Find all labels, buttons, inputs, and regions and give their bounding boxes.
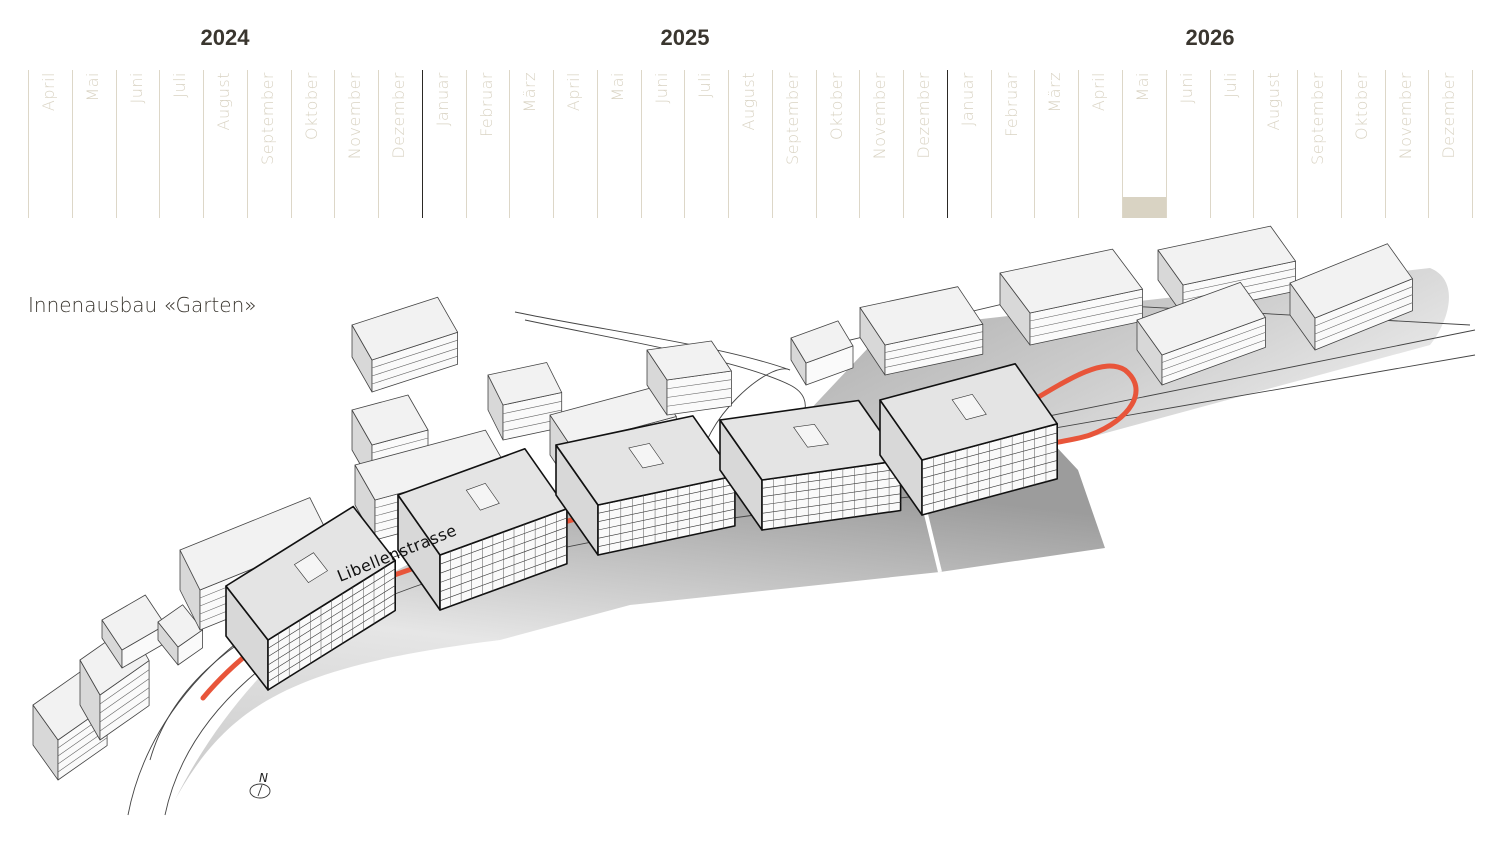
month-column: November bbox=[334, 70, 379, 218]
year-label-2026: 2026 bbox=[1185, 25, 1235, 50]
month-column: September bbox=[1297, 70, 1342, 218]
new-building bbox=[225, 505, 397, 691]
timeline-end-line bbox=[1472, 70, 1474, 218]
month-column: Mai bbox=[596, 70, 642, 218]
month-column: April bbox=[28, 70, 73, 218]
month-column: November bbox=[859, 70, 904, 218]
phase-title: Innenausbau «Garten» bbox=[28, 293, 257, 317]
new-building bbox=[397, 447, 568, 611]
existing-building bbox=[351, 296, 459, 393]
new-building bbox=[879, 362, 1058, 516]
month-column: November bbox=[1384, 70, 1430, 218]
month-column: Februar bbox=[990, 70, 1036, 218]
existing-building bbox=[790, 320, 854, 386]
year-label-2025: 2025 bbox=[660, 25, 710, 50]
current-month-marker bbox=[1123, 197, 1167, 218]
month-column: August bbox=[203, 70, 248, 218]
month-column: Juli bbox=[684, 70, 729, 218]
month-column: September bbox=[771, 70, 817, 218]
month-column: März bbox=[1034, 70, 1079, 218]
month-column: Juli bbox=[159, 70, 204, 218]
existing-building bbox=[157, 604, 204, 666]
month-column: Dezember bbox=[378, 70, 423, 218]
month-column: Dezember bbox=[1428, 70, 1473, 218]
new-building bbox=[555, 415, 736, 556]
existing-building bbox=[859, 286, 984, 376]
existing-building bbox=[1289, 243, 1413, 351]
month-column: Februar bbox=[465, 70, 511, 218]
month-column: Oktober bbox=[290, 70, 336, 218]
north-arrow: N bbox=[249, 771, 271, 799]
month-column: Juni bbox=[1165, 70, 1211, 218]
month-column: Oktober bbox=[1340, 70, 1386, 218]
month-column: Januar bbox=[946, 70, 992, 218]
month-column: Juli bbox=[1209, 70, 1255, 218]
month-column: Mai bbox=[71, 70, 117, 218]
month-column: Oktober bbox=[815, 70, 861, 218]
month-column: Mai bbox=[1122, 70, 1167, 218]
month-column: September bbox=[246, 70, 292, 218]
north-label: N bbox=[259, 771, 268, 785]
month-column: Juni bbox=[115, 70, 161, 218]
year-label-2024: 2024 bbox=[200, 25, 250, 50]
existing-building bbox=[1136, 281, 1266, 386]
month-column: Januar bbox=[421, 70, 467, 218]
month-column: April bbox=[553, 70, 598, 218]
month-column: April bbox=[1078, 70, 1123, 218]
existing-building bbox=[101, 594, 166, 669]
month-column: August bbox=[728, 70, 773, 218]
month-column: Juni bbox=[640, 70, 686, 218]
existing-building bbox=[999, 248, 1143, 346]
new-building bbox=[719, 399, 902, 531]
month-column: August bbox=[1253, 70, 1298, 218]
month-column: Dezember bbox=[903, 70, 948, 218]
existing-building bbox=[646, 340, 732, 416]
month-column: März bbox=[509, 70, 554, 218]
